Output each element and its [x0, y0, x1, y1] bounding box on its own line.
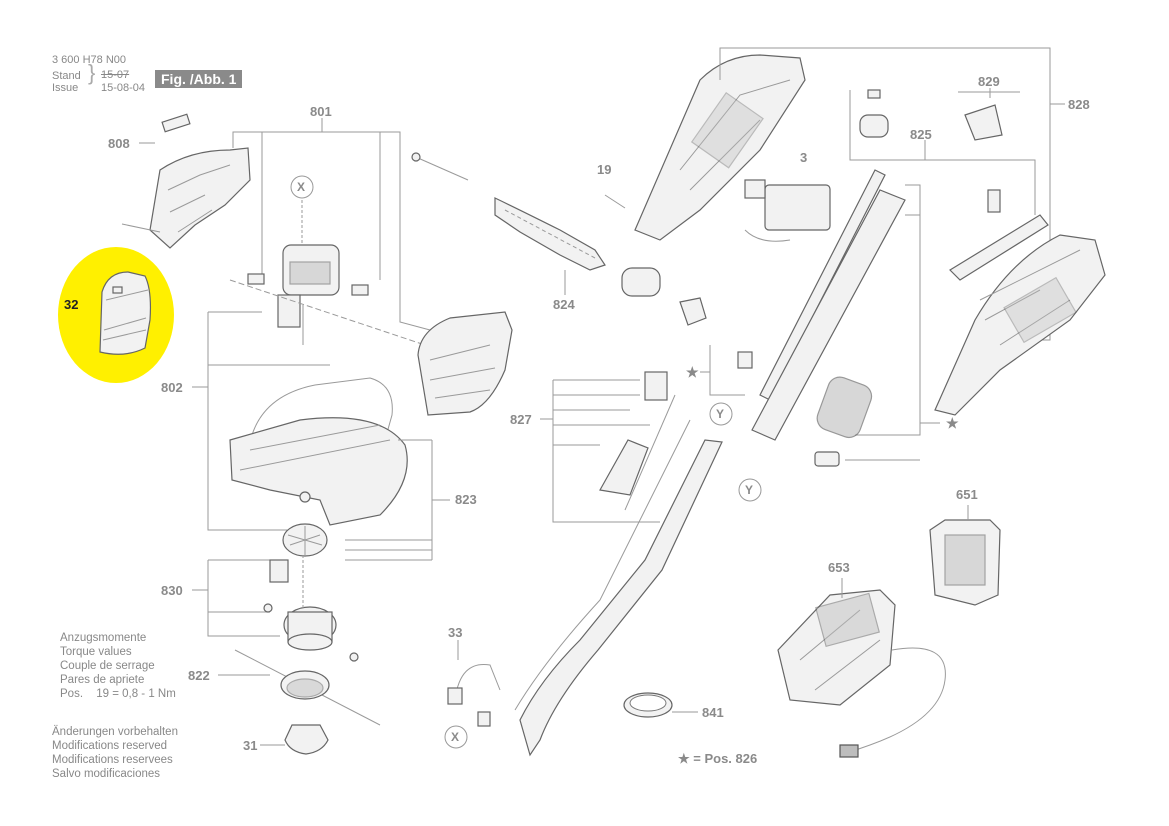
part-3-switch[interactable]	[764, 184, 831, 231]
torque-line: Pos. 19 = 0,8 - 1 Nm	[60, 687, 176, 701]
mod-line: Änderungen vorbehalten	[52, 726, 178, 738]
torque-line: Pares de apriete	[60, 674, 145, 686]
callout-825: 825	[910, 127, 932, 142]
issue-label: Issue	[52, 82, 79, 94]
callout-830: 830	[161, 583, 183, 598]
marker-y-top: Y	[716, 407, 725, 421]
figure-label: Fig. /Abb. 1	[155, 70, 243, 88]
callout-31: 31	[243, 738, 258, 753]
part-31-cap[interactable]	[284, 724, 329, 755]
stand-label: Stand	[52, 70, 81, 82]
callout-824: 824	[553, 297, 575, 312]
part-32-cover[interactable]	[99, 271, 152, 355]
callout-653: 653	[828, 560, 850, 575]
callout-829: 829	[978, 74, 1000, 89]
callout-823: 823	[455, 492, 477, 507]
callout-828: 828	[1068, 97, 1090, 112]
callout-808: 808	[108, 136, 130, 151]
part-motor-cover[interactable]	[417, 311, 513, 416]
part-808-housing[interactable]	[149, 147, 251, 249]
part-653-charger[interactable]	[777, 589, 896, 706]
part-827-clamp[interactable]	[599, 439, 649, 496]
mod-line: Salvo modificaciones	[52, 768, 161, 780]
callout-827: 827	[510, 412, 532, 427]
callout-651: 651	[956, 487, 978, 502]
mod-line: Modifications reservees	[52, 754, 173, 766]
callout-32: 32	[64, 297, 79, 312]
torque-line: Anzugsmomente	[60, 632, 147, 644]
modification-notes: Änderungen vorbehalten Modifications res…	[52, 725, 178, 781]
callout-841: 841	[702, 705, 724, 720]
callout-822: 822	[188, 668, 210, 683]
brace-glyph: }	[88, 60, 96, 85]
marker-x-top: X	[297, 180, 306, 194]
part-826-sleeve[interactable]	[814, 374, 875, 441]
part-lower-tube[interactable]	[519, 439, 723, 757]
part-823-guard[interactable]	[229, 417, 408, 526]
marker-y-bottom: Y	[745, 483, 754, 497]
part-808-label	[161, 113, 191, 133]
callout-802: 802	[161, 380, 183, 395]
part-number: 3 600 H78 N00	[52, 54, 126, 66]
torque-line: Couple de serrage	[60, 660, 155, 672]
star-icon: ★	[946, 415, 959, 431]
old-date: 15-07	[101, 69, 130, 81]
torque-pos-label: Pos.	[60, 688, 84, 700]
marker-x-bottom: X	[451, 730, 460, 744]
torque-line: Torque values	[60, 646, 132, 658]
torque-value: 19 = 0,8 - 1 Nm	[96, 688, 176, 700]
torque-notes: Anzugsmomente Torque values Couple de se…	[60, 631, 176, 701]
part-lever[interactable]	[949, 214, 1049, 281]
part-826-tube[interactable]	[751, 189, 906, 441]
callout-3: 3	[800, 150, 808, 165]
callout-33: 33	[448, 625, 463, 640]
part-tube-rod[interactable]	[759, 169, 886, 401]
issue-date: 15-08-04	[101, 82, 146, 94]
part-829-trigger[interactable]	[964, 104, 1003, 141]
star-icon: ★	[686, 364, 699, 380]
part-828-handle[interactable]	[934, 234, 1106, 416]
mod-line: Modifications reserved	[52, 740, 168, 752]
part-main-housing[interactable]	[634, 54, 806, 241]
callout-19: 19	[597, 162, 612, 177]
callout-801: 801	[310, 104, 332, 119]
star-legend: ★ = Pos. 826	[678, 751, 758, 766]
part-824-knob[interactable]	[621, 267, 661, 297]
part-822-spool[interactable]	[280, 670, 330, 700]
